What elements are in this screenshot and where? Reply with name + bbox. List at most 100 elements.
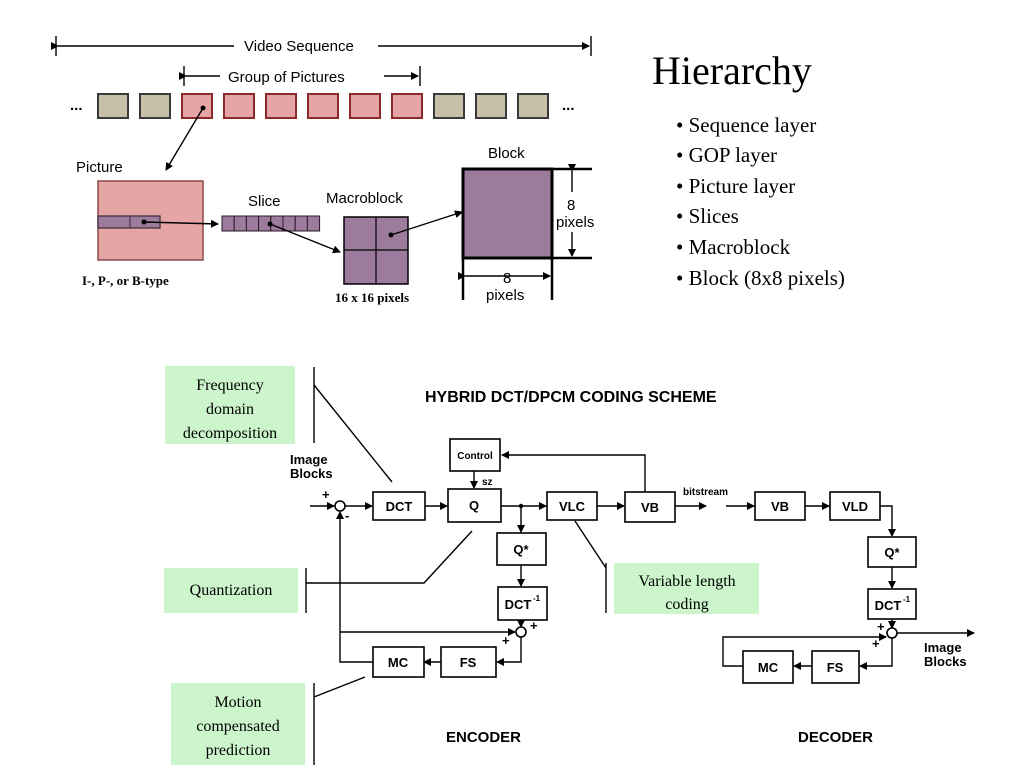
decoder-idct-label: DCT xyxy=(875,598,902,613)
q-box xyxy=(447,488,502,523)
slice-cell-3 xyxy=(245,215,260,232)
encoder-vb-label: VB xyxy=(641,500,659,515)
encoder-mc-box xyxy=(372,646,425,678)
block-label: Block xyxy=(488,145,525,162)
encoder-idct-sup: -1 xyxy=(533,594,541,603)
decoder-vb-box xyxy=(754,491,806,521)
callout-frequency-line2: domain xyxy=(206,401,254,418)
vld-box xyxy=(829,491,881,521)
decoder-add-plus-top: + xyxy=(877,619,885,634)
coding-scheme-title: HYBRID DCT/DPCM CODING SCHEME xyxy=(425,389,717,406)
callout-frequency-leader xyxy=(313,384,393,483)
frame-10 xyxy=(475,93,507,119)
decoder-idct-sup: -1 xyxy=(903,595,911,604)
encoder-fs-label: FS xyxy=(460,655,477,670)
bitstream-label: bitstream xyxy=(683,487,728,498)
sz-label: sz xyxy=(482,477,493,488)
dct-box xyxy=(372,491,426,521)
frame-7 xyxy=(349,93,381,119)
slice-cell-8 xyxy=(306,215,321,232)
slice-cell-6 xyxy=(282,215,296,232)
vlc-box xyxy=(546,491,598,521)
callout-frequency-line3: decomposition xyxy=(183,425,277,442)
macroblock-to-block-arrow xyxy=(390,210,463,236)
decoder-mc-to-add-arrow xyxy=(722,633,887,667)
callout-vlc-leader xyxy=(574,520,607,569)
block-height-value: 8 xyxy=(567,197,575,214)
mpeg-hierarchy-diagram: Video Sequence Group of Pictures ... ...… xyxy=(51,36,594,305)
image-blocks-in-line2: Blocks xyxy=(290,466,333,481)
frame-row xyxy=(97,93,549,119)
vld-to-qstar-arrow xyxy=(880,505,896,537)
encoder-label: ENCODER xyxy=(446,729,521,746)
decoder-fs-box xyxy=(811,650,860,684)
callout-vlc-line2: coding xyxy=(665,596,709,613)
q-label: Q xyxy=(469,498,479,513)
slice-label: Slice xyxy=(248,193,281,210)
macroblock-label: Macroblock xyxy=(326,190,403,207)
encoder-vb-box xyxy=(624,491,676,523)
encoder-qstar-label: Q* xyxy=(513,542,529,557)
picture-to-slice-arrow xyxy=(143,219,219,228)
encoder-fs-box xyxy=(440,646,497,678)
frame-9 xyxy=(433,93,465,119)
decoder-vb-label: VB xyxy=(771,499,789,514)
block-height-unit: pixels xyxy=(556,214,594,231)
bullet-gop-layer: • GOP layer xyxy=(676,143,777,167)
frame-6 xyxy=(307,93,339,119)
decoder-add-to-fs-arrow xyxy=(859,638,893,670)
bullet-sequence-layer: • Sequence layer xyxy=(676,113,816,137)
callout-vlc-box xyxy=(614,563,759,614)
encoder-add-node xyxy=(515,626,527,638)
subtract-plus: + xyxy=(322,487,330,502)
image-blocks-in-line1: Image xyxy=(290,452,328,467)
slice-cell-2 xyxy=(233,215,247,232)
block-width-unit: pixels xyxy=(486,287,524,304)
encoder-idct-box xyxy=(497,586,548,621)
callout-vlc: Variable length coding xyxy=(574,520,759,614)
decoder-qstar-box xyxy=(867,536,917,568)
slice-strip xyxy=(221,215,321,232)
frame-8 xyxy=(391,93,423,119)
decoder-idct-box xyxy=(867,588,917,620)
frame-1 xyxy=(97,93,129,119)
encoder-subtract-node xyxy=(334,500,346,512)
hierarchy-panel: Hierarchy • Sequence layer • GOP layer •… xyxy=(652,48,845,290)
frame-to-picture-arrow xyxy=(165,107,204,171)
frame-11 xyxy=(517,93,549,119)
control-box xyxy=(449,438,501,472)
decoder-fs-label: FS xyxy=(827,660,844,675)
bullet-picture-layer: • Picture layer xyxy=(676,174,795,198)
callout-motion-line2: compensated xyxy=(196,718,280,735)
callout-quantization-text: Quantization xyxy=(190,582,273,599)
callout-quantization-leader xyxy=(306,530,473,584)
frame-2 xyxy=(139,93,171,119)
dct-label: DCT xyxy=(386,499,413,514)
decoder-add-node xyxy=(886,627,898,639)
mc-to-subtract-arrow xyxy=(336,511,373,663)
ellipsis-right: ... xyxy=(562,97,575,114)
bullet-macroblock: • Macroblock xyxy=(676,235,791,259)
vlc-label: VLC xyxy=(559,499,586,514)
bullet-block: • Block (8x8 pixels) xyxy=(676,266,845,290)
picture-label: Picture xyxy=(76,159,123,176)
frame-3 xyxy=(181,93,213,119)
callout-frequency: Frequency domain decomposition xyxy=(165,366,393,483)
encoder-qstar-box xyxy=(496,532,547,566)
slice-cell-1 xyxy=(221,215,235,232)
block-square xyxy=(461,167,554,260)
block-width-value: 8 xyxy=(503,270,511,287)
add-to-fs-arrow xyxy=(496,637,522,666)
macroblock-size-label: 16 x 16 pixels xyxy=(335,290,409,305)
slice-to-macroblock-arrow xyxy=(269,223,341,254)
slice-cell-7 xyxy=(294,215,308,232)
callout-quantization-box xyxy=(164,568,298,613)
add-plus-left: + xyxy=(502,633,510,648)
image-blocks-out-line1: Image xyxy=(924,640,962,655)
callout-quantization: Quantization xyxy=(164,530,473,613)
encoder-mc-label: MC xyxy=(388,655,409,670)
decoder-mc-label: MC xyxy=(758,660,779,675)
frame-5 xyxy=(265,93,297,119)
decoder-add-plus-left: + xyxy=(872,636,880,651)
